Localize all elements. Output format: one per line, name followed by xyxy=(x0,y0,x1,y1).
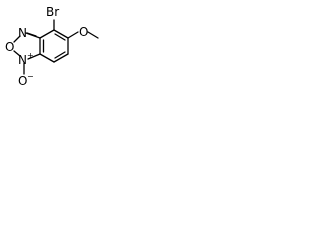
n-oxide-oxygen-charge: − xyxy=(27,72,34,81)
bond-c3a-n3-inner xyxy=(26,32,37,37)
n-lower-charge: + xyxy=(27,51,34,60)
bond-c6-c7-inner xyxy=(54,51,66,59)
bond-n3-o2 xyxy=(13,35,21,43)
n-oxide-oxygen-label: O xyxy=(18,74,27,88)
n-lower-label: N xyxy=(18,53,27,67)
n-upper-label: N xyxy=(18,26,27,40)
benzene-ring xyxy=(39,29,69,63)
chemical-structure-diagram: Br O O N N + O − xyxy=(5,5,99,88)
bond-c3a-c4 xyxy=(39,29,55,39)
bond-n1-c7a xyxy=(27,53,41,60)
bond-c5-o-methoxy xyxy=(67,31,79,39)
oxadiazole-ring xyxy=(13,32,41,60)
bond-c4-c5-inner xyxy=(54,33,66,41)
methoxy-oxygen-label: O xyxy=(79,25,88,39)
bond-c4-c5 xyxy=(53,29,69,39)
bond-o-ch3 xyxy=(87,31,99,39)
ring-oxygen-label: O xyxy=(5,40,14,54)
bond-c7-c7a xyxy=(39,53,55,63)
bond-c6-c7 xyxy=(53,53,69,63)
bond-o2-n1 xyxy=(13,50,21,57)
bromine-label: Br xyxy=(46,5,59,19)
